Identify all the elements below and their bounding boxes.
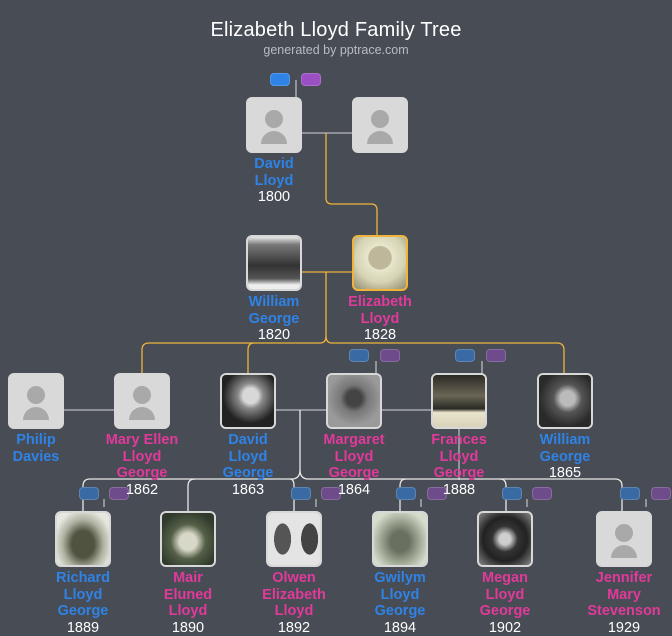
page-title: Elizabeth Lloyd Family Tree	[210, 19, 462, 41]
person-photo	[246, 235, 302, 291]
person-photo	[55, 511, 111, 567]
person-silhouette-icon	[352, 97, 408, 153]
mother-badge[interactable]	[486, 349, 506, 362]
person-photo	[160, 511, 216, 567]
father-badge[interactable]	[455, 349, 475, 362]
person-photo	[220, 373, 276, 429]
father-badge[interactable]	[502, 487, 522, 500]
father-badge[interactable]	[396, 487, 416, 500]
person-silhouette-icon	[246, 97, 302, 153]
person-photo	[266, 511, 322, 567]
birth-year: 1902	[488, 619, 522, 636]
father-badge[interactable]	[291, 487, 311, 500]
person-photo	[537, 373, 593, 429]
father-badge[interactable]	[270, 73, 290, 86]
page-subtitle: generated by pptrace.com	[263, 43, 409, 57]
mother-badge[interactable]	[109, 487, 129, 500]
person-photo	[326, 373, 382, 429]
person-photo	[477, 511, 533, 567]
mother-badge[interactable]	[532, 487, 552, 500]
birth-year: 1800	[257, 189, 291, 205]
father-badge[interactable]	[79, 487, 99, 500]
birth-year: 1890	[171, 619, 205, 636]
birth-year: 1820	[257, 327, 291, 343]
birth-year: 1828	[363, 327, 397, 343]
birth-year: 1862	[125, 481, 159, 498]
person-silhouette-icon	[596, 511, 652, 567]
person-photo	[372, 511, 428, 567]
birth-year: 1889	[66, 619, 100, 636]
person-silhouette-icon	[114, 373, 170, 429]
birth-year: 1863	[231, 481, 265, 498]
birth-year: 1865	[548, 465, 582, 481]
person-card-unknown-spouse[interactable]	[330, 97, 430, 153]
birth-year: 1929	[607, 619, 641, 636]
birth-year: 1894	[383, 619, 417, 636]
birth-year: 1892	[277, 619, 311, 636]
mother-badge[interactable]	[427, 487, 447, 500]
mother-badge[interactable]	[321, 487, 341, 500]
mother-badge[interactable]	[651, 487, 671, 500]
birth-year: 1888	[442, 481, 476, 498]
person-silhouette-icon	[8, 373, 64, 429]
mother-badge[interactable]	[380, 349, 400, 362]
father-badge[interactable]	[620, 487, 640, 500]
birth-year: 1864	[337, 481, 371, 498]
person-photo	[431, 373, 487, 429]
mother-badge[interactable]	[301, 73, 321, 86]
person-photo	[352, 235, 408, 291]
father-badge[interactable]	[349, 349, 369, 362]
